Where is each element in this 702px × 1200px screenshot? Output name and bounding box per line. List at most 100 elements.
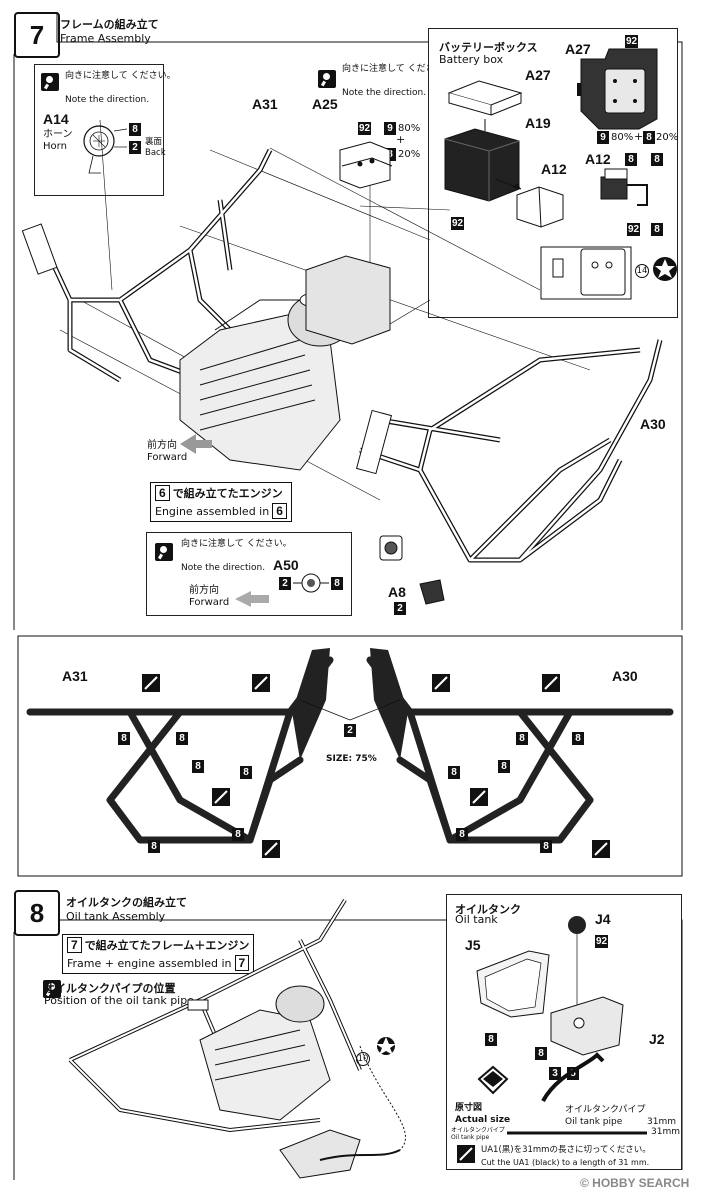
horn-back-jp: 裏面	[145, 137, 163, 147]
battery-right-a12: A12	[585, 151, 611, 167]
step8-title-en: Oil tank Assembly	[66, 910, 166, 923]
a25-note-jp: 向きに注意して ください。	[342, 64, 453, 74]
oil-color-3: 3	[549, 1067, 561, 1080]
a50-note-jp: 向きに注意して ください。	[181, 539, 292, 549]
oil-label-j2: J2	[649, 1031, 665, 1047]
label-a30: A30	[640, 416, 666, 432]
battery-color-92: 92	[451, 217, 465, 230]
battery-right-8c: 8	[651, 223, 663, 236]
oil-j4-color-92: 92	[595, 935, 609, 948]
oil-color-8b: 8	[535, 1047, 547, 1060]
frames-label-a31: A31	[62, 668, 88, 684]
oil-cut-en: Cut the UA1 (black) to a length of 31 mm…	[481, 1158, 650, 1167]
battery-right-92b: 92	[627, 223, 641, 236]
frames-color-8: 8	[240, 766, 252, 779]
battery-mix-20: 20%	[656, 132, 679, 143]
a50-color-2: 2	[279, 577, 291, 590]
frame-step-ref: 7	[67, 937, 82, 953]
oil-scale-len: 31mm	[651, 1127, 680, 1137]
a25-pct-80: 80%	[398, 123, 421, 134]
horn-note-jp: 向きに注意して ください。	[65, 71, 176, 81]
horn-en: Horn	[43, 141, 67, 152]
oil-actual-en: Actual size	[455, 1115, 511, 1125]
oil-tank-panel: オイルタンク Oil tank J4 92 J5 J2 8 8 3 8 オイルタ…	[446, 894, 682, 1170]
frame-label-en: Frame + engine assembled in	[67, 956, 232, 970]
a50-note-box: 向きに注意して ください。 Note the direction. A50 2 …	[146, 532, 352, 616]
frames-color-8: 8	[456, 828, 468, 841]
frames-color-8: 8	[448, 766, 460, 779]
forward-jp: 前方向	[147, 440, 177, 451]
horn-note-box: 向きに注意して ください。 Note the direction. A14 ホー…	[34, 64, 176, 196]
step8-decal-10: 10	[356, 1052, 370, 1066]
a25-pct-20: 20%	[398, 149, 421, 160]
a50-caution-icon	[155, 543, 173, 561]
step-number-8: 8	[14, 890, 60, 936]
battery-right-a27: A27	[565, 41, 591, 57]
step-number-7: 7	[14, 12, 60, 58]
engine-step-ref: 6	[155, 485, 170, 501]
frame-label-jp: で組み立てたフレーム＋エンジン	[84, 939, 250, 952]
oil-pipe-jp: オイルタンクパイプ	[565, 1105, 646, 1115]
battery-decal-14: 14	[635, 264, 649, 278]
engine-step-num: 6	[272, 503, 287, 519]
oil-color-8a: 8	[485, 1033, 497, 1046]
battery-right-92: 92	[625, 35, 639, 48]
caution-icon	[41, 73, 59, 91]
pipe-caution-icon	[43, 980, 62, 998]
battery-mix-8: 8	[643, 131, 655, 144]
horn-drawing	[83, 125, 128, 174]
battery-mix-plus: +	[634, 130, 644, 143]
battery-title-jp: バッテリーボックス	[439, 41, 538, 54]
frames-color-8: 8	[572, 732, 584, 745]
frames-color-8: 8	[192, 760, 204, 773]
frames-label-a30: A30	[612, 668, 638, 684]
pipe-position-jp: オイルタンクパイプの位置	[44, 982, 176, 995]
pipe-position-en: Position of the oil tank pipe	[44, 994, 194, 1007]
a25-caution-icon	[318, 70, 336, 88]
horn-color-8: 8	[129, 123, 141, 136]
frames-color-2: 2	[344, 724, 356, 737]
engine-assembled-tag: 6 で組み立てたエンジン Engine assembled in 6	[150, 482, 292, 522]
label-a8: A8	[388, 584, 406, 600]
oil-actual-jp: 原寸図	[455, 1103, 483, 1113]
oil-scale-jp: オイルタンクパイプ	[451, 1127, 505, 1134]
a50-drawing	[235, 573, 329, 607]
oil-scale-en: Oil tank pipe	[451, 1134, 490, 1141]
step8-title: オイルタンクの組み立て Oil tank Assembly	[66, 894, 187, 923]
label-a25: A25	[312, 96, 338, 112]
a50-forward-jp: 前方向	[189, 585, 219, 596]
a8-color-2: 2	[394, 602, 406, 615]
battery-mix-9: 9	[597, 131, 609, 144]
horn-back-en: Back	[145, 148, 166, 158]
battery-right-8a: 8	[625, 153, 637, 166]
a25-color-92: 92	[358, 122, 372, 135]
battery-label-a27: A27	[525, 67, 551, 83]
a25-color-9: 9	[384, 122, 396, 135]
horn-note-en: Note the direction.	[65, 95, 150, 105]
oil-title-en: Oil tank	[455, 913, 498, 926]
frames-color-8: 8	[232, 828, 244, 841]
a50-color-8: 8	[331, 577, 343, 590]
a50-forward-en: Forward	[189, 597, 230, 608]
step8-title-jp: オイルタンクの組み立て	[66, 896, 187, 909]
battery-label-a19: A19	[525, 115, 551, 131]
engine-label-en: Engine assembled in	[155, 504, 270, 518]
battery-label-a12: A12	[541, 161, 567, 177]
oil-label-j4: J4	[595, 911, 611, 927]
frames-color-8: 8	[176, 732, 188, 745]
horn-part-label: A14	[43, 111, 69, 127]
frames-color-8: 8	[498, 760, 510, 773]
oil-pipe-en: Oil tank pipe	[565, 1117, 623, 1127]
oil-pipe-len: 31mm	[647, 1117, 676, 1127]
a50-note-en: Note the direction.	[181, 563, 266, 573]
frames-color-8: 8	[118, 732, 130, 745]
oil-cut-jp: UA1(黒)を31mmの長さに切ってください。	[481, 1145, 651, 1155]
horn-jp: ホーン	[43, 129, 73, 140]
engine-label-jp: で組み立てたエンジン	[172, 487, 283, 500]
battery-box-panel: バッテリーボックス Battery box A27 A19 A12 92 A27…	[428, 28, 678, 318]
battery-drawing	[444, 48, 677, 300]
battery-title-en: Battery box	[439, 53, 504, 66]
frames-color-8: 8	[516, 732, 528, 745]
